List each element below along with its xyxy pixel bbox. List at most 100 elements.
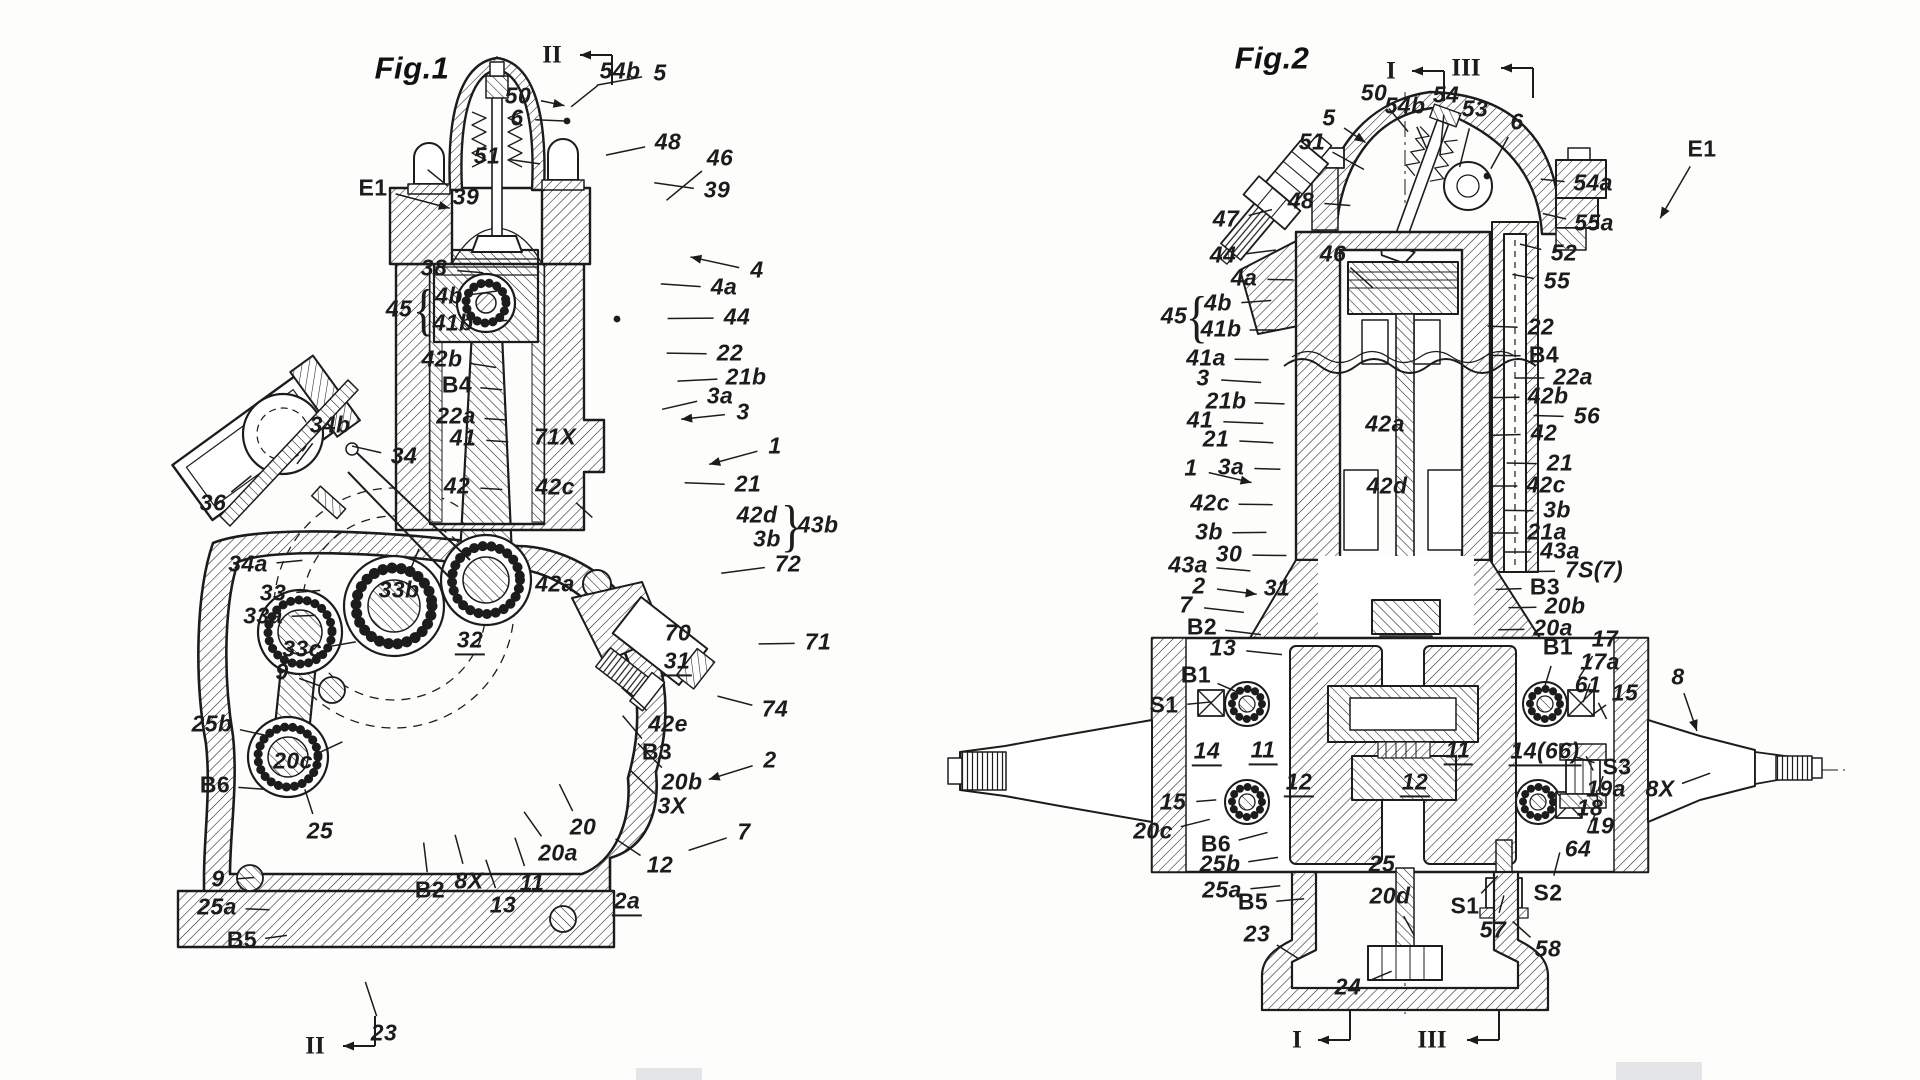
- leader-line: [665, 170, 703, 201]
- ref-label-8X: 8X: [454, 867, 484, 894]
- ref-label-22: 22: [1527, 313, 1555, 340]
- piston-front: [1347, 261, 1459, 315]
- arrowhead: [1467, 1035, 1478, 1045]
- leader-line: [1586, 813, 1596, 833]
- leader-line: [239, 728, 270, 737]
- ref-label-3: 3: [736, 398, 750, 425]
- leader-line: [688, 837, 727, 852]
- leader-line: [485, 859, 497, 889]
- ref-label-B5: B5: [226, 926, 258, 953]
- ref-label-18: 18: [1576, 794, 1604, 821]
- small-end-block: [1371, 599, 1441, 635]
- arrowhead: [1689, 719, 1698, 731]
- ref-label-54a: 54a: [1573, 169, 1613, 196]
- leader-line: [1487, 325, 1518, 329]
- leader-line: [1540, 178, 1565, 183]
- leader-line: [364, 981, 378, 1017]
- spark-plug: [1218, 133, 1333, 265]
- ref-label-B3: B3: [1529, 573, 1561, 600]
- leader-line: [1254, 402, 1285, 405]
- ref-label-B5: B5: [1237, 888, 1269, 915]
- leader-line: [622, 715, 643, 740]
- case-flange-left: [1151, 637, 1187, 873]
- leader-line: [1681, 772, 1711, 785]
- ref-label-50: 50: [504, 82, 532, 109]
- leader-line: [758, 642, 795, 645]
- arrowhead: [1245, 588, 1257, 598]
- ref-label-21a: 21a: [1527, 518, 1567, 545]
- leader-line: [1239, 440, 1274, 444]
- fig2-title: Fig.2: [1234, 40, 1310, 76]
- ref-label-44: 44: [1209, 241, 1237, 268]
- right-shaft-nut: [1811, 757, 1823, 779]
- valve-tip: [489, 61, 505, 77]
- ref-label-25b: 25b: [1199, 850, 1241, 877]
- ref-label-21b: 21b: [725, 363, 767, 390]
- leader-dot: [1483, 172, 1491, 180]
- crank-main-bearing: [342, 554, 446, 658]
- ref-label-E1: E1: [1687, 135, 1717, 162]
- bolt-hole: [549, 905, 577, 933]
- ref-label-3X: 3X: [657, 792, 687, 819]
- ref-label-58: 58: [1534, 935, 1562, 962]
- leader-line: [523, 811, 543, 837]
- ref-label-7: 7: [737, 818, 751, 845]
- section-marker-II: II: [305, 1032, 325, 1060]
- ref-label-41b: 41b: [1200, 315, 1242, 342]
- ref-label-9: 9: [275, 658, 289, 685]
- ref-label-46: 46: [706, 144, 734, 171]
- ref-label-8X: 8X: [1645, 775, 1675, 802]
- ref-label-25: 25: [306, 817, 334, 844]
- leader-line: [1403, 915, 1415, 936]
- leader-line: [1495, 587, 1522, 591]
- arrowhead: [1412, 66, 1423, 76]
- bolt-hole: [318, 676, 346, 704]
- leader-line: [1512, 920, 1532, 938]
- ref-label-48: 48: [1287, 187, 1315, 214]
- leader-line: [575, 502, 593, 519]
- leader-line: [1597, 702, 1608, 720]
- ref-label-24: 24: [1334, 973, 1362, 1000]
- ref-label-2a: 2a: [611, 889, 643, 917]
- leader-line: [677, 378, 718, 382]
- leader-line: [1597, 775, 1604, 792]
- ref-label-61: 61: [1574, 671, 1602, 698]
- leader-line: [427, 169, 449, 187]
- leader-line: [238, 786, 265, 791]
- arrowhead: [1318, 1035, 1329, 1045]
- leader-line: [1246, 249, 1277, 255]
- ref-label-4a: 4a: [710, 273, 738, 300]
- ref-label-17a: 17a: [1580, 648, 1620, 675]
- crankshaft-left-end: [959, 719, 1153, 823]
- ref-label-4b: 4b: [1204, 289, 1232, 316]
- leader-line: [1216, 567, 1251, 572]
- ref-label-43a: 43a: [1168, 551, 1208, 578]
- ref-label-21: 21: [1202, 425, 1230, 452]
- leader-line: [1217, 682, 1242, 695]
- arrowhead: [681, 413, 693, 423]
- leader-line: [621, 687, 648, 711]
- ref-label-30: 30: [1215, 540, 1243, 567]
- ref-label-B3: B3: [641, 738, 673, 765]
- leader-line: [1575, 756, 1595, 764]
- head-bolt-right: [541, 138, 585, 191]
- leader-line: [470, 362, 497, 369]
- ref-label-3: 3: [1196, 364, 1210, 391]
- ref-label-47: 47: [1212, 205, 1240, 232]
- leader-line: [1439, 114, 1445, 155]
- ref-label-38: 38: [420, 254, 448, 281]
- bottom-case: [1260, 870, 1550, 1012]
- ref-label-43a: 43a: [1540, 537, 1580, 564]
- ref-label-1: 1: [1184, 454, 1198, 481]
- leader-line: [1369, 970, 1392, 982]
- section-marker-II: II: [542, 41, 562, 69]
- ref-label-12: 12: [1399, 770, 1431, 798]
- leader-line: [318, 741, 343, 754]
- leader-line: [276, 559, 303, 564]
- leader-line: [1221, 379, 1262, 384]
- leader-line: [615, 838, 641, 857]
- leader-line: [666, 352, 707, 355]
- ref-label-20b: 20b: [661, 768, 703, 795]
- ref-label-41b: 41b: [432, 309, 474, 336]
- balancer-bearing-left: [1224, 779, 1270, 825]
